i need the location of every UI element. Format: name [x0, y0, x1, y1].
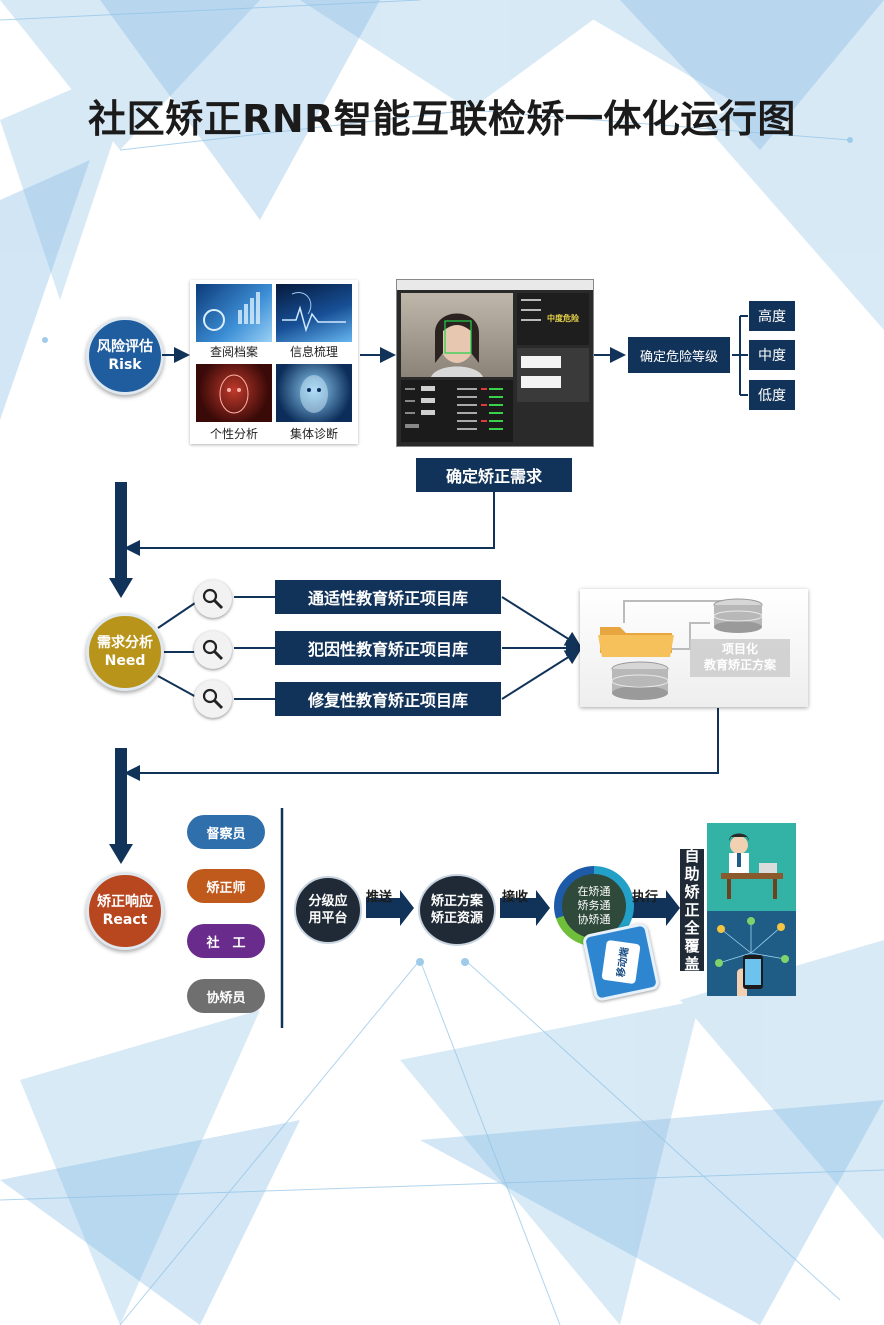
library-restorative: 修复性教育矫正项目库 [275, 682, 501, 716]
need-circle-en: Need [104, 653, 146, 669]
confirm-level-box: 确定危险等级 [628, 337, 730, 373]
feedback-line-react [124, 708, 719, 781]
role-supervisor: 督察员 [187, 815, 265, 849]
feedback-line-need [124, 492, 495, 556]
coverage-illustration [707, 823, 796, 996]
screen-badge: 中度危险 [547, 314, 579, 323]
plan-label-line-2: 教育矫正方案 [703, 658, 776, 672]
plan-resources-line-2: 矫正资源 [430, 911, 483, 926]
need-circle-cn: 需求分析 [97, 635, 153, 651]
plan-label-line-1: 项目化 [721, 642, 758, 656]
database-icon [598, 598, 790, 700]
page-title: 社区矫正RNR智能互联检矫一体化运行图 [88, 97, 796, 141]
coverage-line-1: 自助 [684, 847, 700, 883]
receive-label: 接收 [502, 890, 529, 905]
role-assistant: 协矫员 [187, 979, 265, 1013]
plan-resources-line-1: 矫正方案 [430, 894, 483, 909]
risk-circle-cn: 风险评估 [97, 339, 153, 355]
tile-image-face-red [196, 364, 272, 422]
level-high: 高度 [749, 301, 795, 331]
platform-line-2: 用平台 [308, 911, 348, 926]
down-arrow-head-1 [109, 578, 133, 598]
platform-line-1: 分级应 [308, 894, 348, 909]
plan-label: 项目化 教育矫正方案 [688, 641, 792, 673]
folder-icon [598, 627, 674, 657]
app-2: 协矫通 [577, 913, 611, 926]
coverage-line-3: 全覆盖 [684, 919, 700, 973]
need-confirm-button: 确定矫正需求 [416, 458, 572, 492]
plan-resources-circle: 矫正方案 矫正资源 [418, 874, 496, 946]
need-circle: 需求分析 Need [86, 613, 164, 691]
role-corrector: 矫正师 [187, 869, 265, 903]
tile-label-2: 个性分析 [209, 427, 258, 441]
react-circle-en: React [102, 912, 148, 928]
level-low: 低度 [749, 380, 795, 410]
result-table [401, 380, 513, 442]
arrow-receive [500, 890, 550, 926]
danger-panel: 中度危险 [517, 293, 589, 345]
plan-panel: 项目化 教育矫正方案 [580, 589, 808, 707]
dialog-panel [517, 348, 589, 402]
library-general: 通适性教育矫正项目库 [275, 580, 501, 614]
coverage-line-2: 矫正 [684, 883, 700, 919]
arrow-execute [630, 890, 680, 926]
app-0: 在矫通 [577, 885, 611, 898]
down-arrow-shaft-2 [115, 748, 127, 844]
search-icon [194, 631, 232, 669]
library-criminogenic: 犯因性教育矫正项目库 [275, 631, 501, 665]
tile-image-face-blue [276, 364, 352, 422]
down-arrow-head-2 [109, 844, 133, 864]
coverage-label: 自助 矫正 全覆盖 [680, 847, 704, 973]
analysis-screenshot: 中度危险 [396, 279, 594, 447]
risk-circle: 风险评估 Risk [86, 317, 164, 395]
tile-label-0: 查阅档案 [209, 345, 258, 359]
react-circle-cn: 矫正响应 [97, 894, 153, 910]
phone-label: 移动端 [601, 939, 641, 985]
apps-circle: 在矫通 矫务通 协矫通 [562, 874, 626, 938]
screenshot-titlebar [397, 280, 593, 290]
tile-label-1: 信息梳理 [289, 345, 338, 359]
level-medium: 中度 [749, 340, 795, 370]
down-arrow-shaft-1 [115, 482, 127, 578]
tile-image-archive [196, 284, 272, 342]
react-circle: 矫正响应 React [86, 872, 164, 950]
platform-circle: 分级应 用平台 [294, 876, 362, 944]
arrow-push [366, 890, 414, 926]
search-icon [194, 680, 232, 718]
tile-image-info [276, 284, 352, 342]
risk-circle-en: Risk [108, 357, 142, 373]
camera-feed [401, 293, 513, 377]
push-label: 推送 [366, 890, 393, 905]
mobile-phone: 移动端 [581, 921, 661, 1003]
tile-label-3: 集体诊断 [289, 427, 338, 441]
apps-ring: 在矫通 矫务通 协矫通 [554, 866, 634, 946]
execute-label: 执行 [632, 890, 659, 905]
app-1: 矫务通 [577, 899, 611, 912]
search-icon [194, 580, 232, 618]
tile-panel: 查阅档案 信息梳理 个性分析 集体诊断 [190, 280, 358, 444]
role-social-worker: 社 工 [187, 924, 265, 958]
